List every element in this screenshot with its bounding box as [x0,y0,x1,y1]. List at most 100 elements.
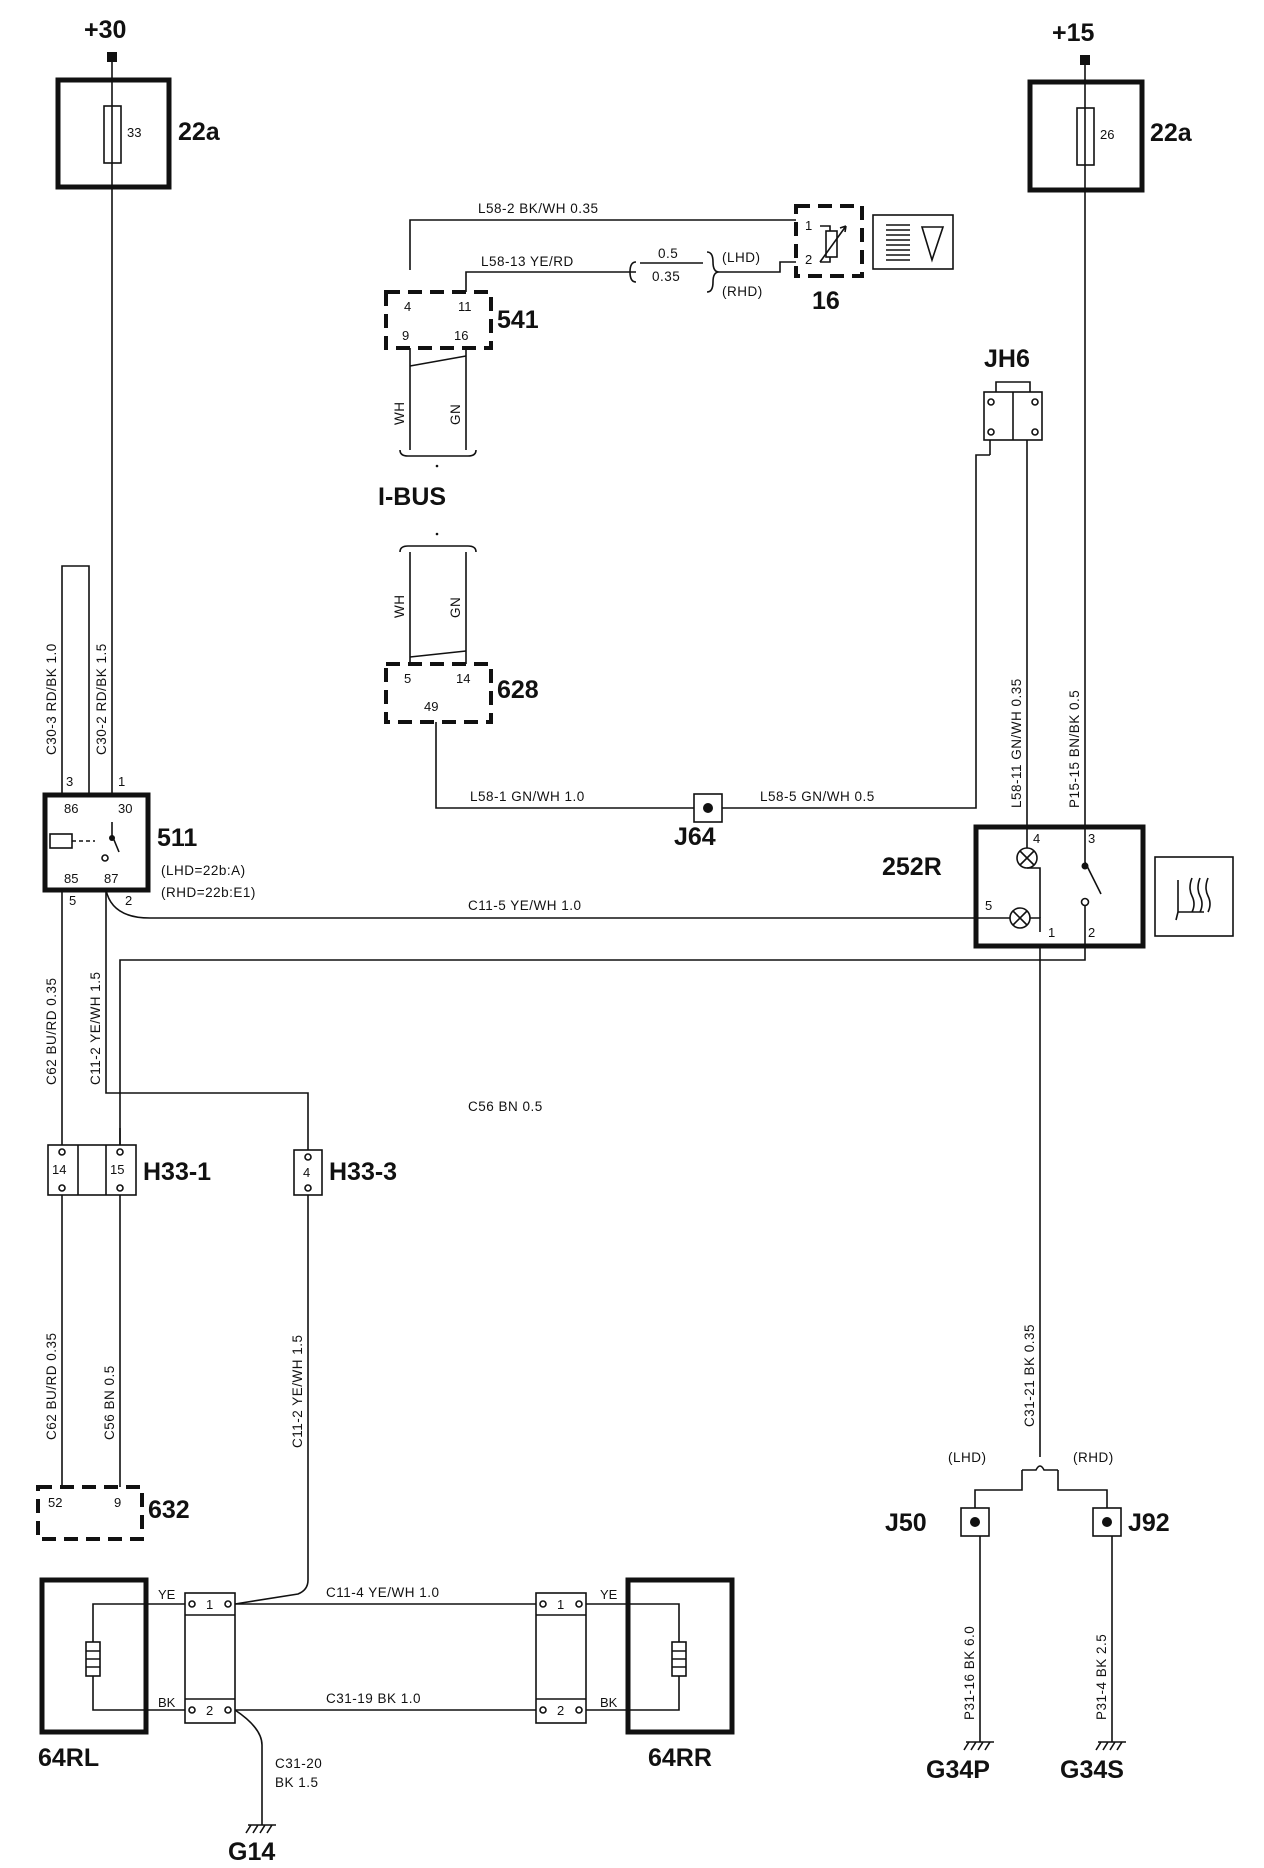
temp-sensor-icon [886,224,945,263]
component-632-box [36,1485,144,1541]
component-628-box [384,662,493,724]
relay-511-pin3: 3 [66,774,73,789]
wire-c56-label: C56 BN 0.5 [468,1099,543,1114]
wire-rhd-size: 0.35 [652,269,680,284]
ibus-wire-gn-bottom: GN [448,597,463,618]
supply-plus15-terminal [1080,55,1090,65]
relay-511-label: 511 [157,824,197,852]
heater-64rr-bk: BK [600,1695,618,1710]
component-541-pin11: 11 [458,299,472,314]
component-632-pin9: 9 [114,1495,121,1510]
ground-g14-icon [245,1824,276,1834]
wire-l58-1-label: L58-1 GN/WH 1.0 [470,789,585,804]
switch-252r-pin1: 1 [1048,925,1055,940]
heater-64rr-label: 64RR [648,1744,712,1772]
wire-c56-bottom-label: C56 BN 0.5 [102,1365,117,1440]
connector-h33-1-pin15: 15 [110,1162,124,1177]
component-632-label: 632 [148,1496,190,1524]
component-628-pin49: 49 [424,699,438,714]
fuse-right-number: 26 [1100,127,1114,142]
relay-511-pin5: 5 [69,893,76,908]
relay-511-box [42,792,151,893]
wire-rhd-note: (RHD) [722,284,763,299]
switch-252r-pin2: 2 [1088,925,1095,940]
split-rhd-label: (RHD) [1073,1450,1114,1465]
relay-511-note-lhd: (LHD=22b:A) [161,863,246,878]
component-541-box [384,290,493,350]
wire-c31-21-label: C31-21 BK 0.35 [1022,1324,1037,1427]
component-541-pin4: 4 [404,299,411,314]
wire-c31-20-spec: BK 1.5 [275,1775,319,1790]
ground-g14-label: G14 [228,1838,275,1866]
component-16-pin2: 2 [805,252,812,267]
wire-c30-2-label: C30-2 RD/BK 1.5 [94,643,109,755]
seat-heater-icon [1175,877,1211,921]
wire-c11-2-bottom-label: C11-2 YE/WH 1.5 [290,1334,305,1448]
heater-64rl-box [39,1577,149,1735]
switch-252r-pin4: 4 [1033,831,1040,846]
junction-j50 [960,1507,990,1537]
wire-l58-13-label: L58-13 YE/RD [481,254,574,269]
supply-plus30-terminal [107,52,117,62]
wire-p31-4-label: P31-4 BK 2.5 [1094,1634,1109,1720]
heater-64rl-bk: BK [158,1695,176,1710]
component-541-pin16: 16 [454,328,468,343]
component-628-label: 628 [497,676,539,704]
wire-c30-3-label: C30-3 RD/BK 1.0 [44,643,59,755]
wire-c31-19-label: C31-19 BK 1.0 [326,1691,421,1706]
heater-64rl-ye: YE [158,1587,176,1602]
connector-h33-1-pin14: 14 [52,1162,66,1177]
component-16-label: 16 [812,287,840,315]
heater-64rr-pin2: 2 [557,1703,564,1718]
wire-c62-top-label: C62 BU/RD 0.35 [44,977,59,1085]
switch-252r-box [973,824,1146,949]
relay-511-pin30: 30 [118,801,132,816]
supply-plus15-label: +15 [1052,19,1095,47]
connector-h33-3-label: H33-3 [329,1158,397,1186]
heater-64rr-ye: YE [600,1587,618,1602]
component-16-pin1: 1 [805,218,812,233]
fuse-left-number: 33 [127,125,141,140]
component-16-resistor [825,230,838,258]
ground-g34s-label: G34S [1060,1756,1124,1784]
component-541-label: 541 [497,306,539,334]
junction-j50-label: J50 [885,1509,927,1537]
switch-252r-pin3: 3 [1088,831,1095,846]
connector-jh6-label: JH6 [984,345,1030,373]
supply-plus30-label: +30 [84,16,126,44]
heater-64rl-label: 64RL [38,1744,99,1772]
relay-511-pin85: 85 [64,871,78,886]
wire-p15-15-label: P15-15 BN/BK 0.5 [1067,690,1082,808]
fuse-box-left [55,77,172,190]
split-lhd-label: (LHD) [948,1450,987,1465]
wire-lhd-note: (LHD) [722,250,761,265]
ground-g34p-icon [963,1741,994,1751]
fuse-box-right [1027,79,1145,193]
relay-511-pin86: 86 [64,801,78,816]
component-632-pin52: 52 [48,1495,62,1510]
relay-511-pin87: 87 [104,871,118,886]
wire-c62-bottom-label: C62 BU/RD 0.35 [44,1332,59,1440]
ibus-wire-gn-top: GN [448,404,463,425]
wire-l58-11-label: L58-11 GN/WH 0.35 [1009,678,1024,808]
fuse-left-label: 22a [178,118,221,146]
wire-c11-2-top-label: C11-2 YE/WH 1.5 [88,971,103,1085]
ground-g34p-label: G34P [926,1756,990,1784]
component-628-pin5: 5 [404,671,411,686]
relay-511-coil [49,833,73,849]
switch-252r-label: 252R [882,853,942,881]
relay-511-pin2: 2 [125,893,132,908]
heater-64rr-pin1: 1 [557,1597,564,1612]
wire-l58-5-label: L58-5 GN/WH 0.5 [760,789,875,804]
component-628-pin14: 14 [456,671,470,686]
junction-j92-label: J92 [1128,1509,1170,1537]
wire-c11-4-label: C11-4 YE/WH 1.0 [326,1585,440,1600]
component-16-box [794,204,864,278]
heater-64rl-pin1: 1 [206,1597,213,1612]
relay-511-pin1: 1 [118,774,125,789]
ibus-wire-wh-top: WH [392,402,407,426]
heater-64rr-box [625,1577,735,1735]
wire-p31-16-label: P31-16 BK 6.0 [962,1626,977,1720]
wire-c11-5-label: C11-5 YE/WH 1.0 [468,898,582,913]
